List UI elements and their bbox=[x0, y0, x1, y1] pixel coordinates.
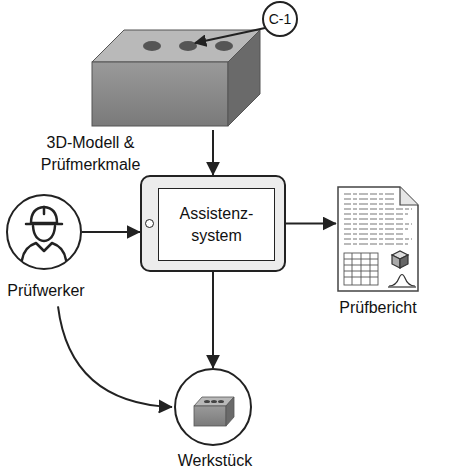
workpiece-circle: Werkstück bbox=[174, 368, 252, 446]
flow-arrow bbox=[212, 272, 214, 368]
system-label: Assistenz- system bbox=[159, 203, 274, 246]
node-label: Prüfwerker bbox=[0, 280, 106, 302]
callout-number: C-1 bbox=[262, 1, 298, 37]
leader-line bbox=[195, 28, 265, 43]
worker-circle: Prüfwerker bbox=[6, 194, 82, 270]
flow-arrow bbox=[212, 130, 214, 175]
tablet-button bbox=[145, 219, 154, 228]
report-icon bbox=[338, 187, 418, 291]
assistance-tablet: Assistenz- system bbox=[140, 175, 286, 272]
model-block bbox=[92, 30, 260, 126]
node-label: Prüfbericht bbox=[323, 297, 433, 319]
report-node: Prüfbericht bbox=[336, 185, 420, 293]
system-screen: Assistenz- system bbox=[158, 188, 275, 261]
node-label: 3D-Modell & Prüfmerkmale bbox=[28, 132, 153, 177]
flow-arrow bbox=[82, 231, 140, 233]
workpiece-icon bbox=[194, 397, 234, 426]
flow-arrow bbox=[58, 306, 172, 407]
node-label: Werkstück bbox=[155, 450, 275, 472]
model-node: 3D-Modell & Prüfmerkmale bbox=[88, 20, 263, 130]
worker-icon bbox=[22, 207, 66, 260]
callout-text: C-1 bbox=[269, 10, 292, 29]
flow-arrow bbox=[286, 223, 336, 225]
